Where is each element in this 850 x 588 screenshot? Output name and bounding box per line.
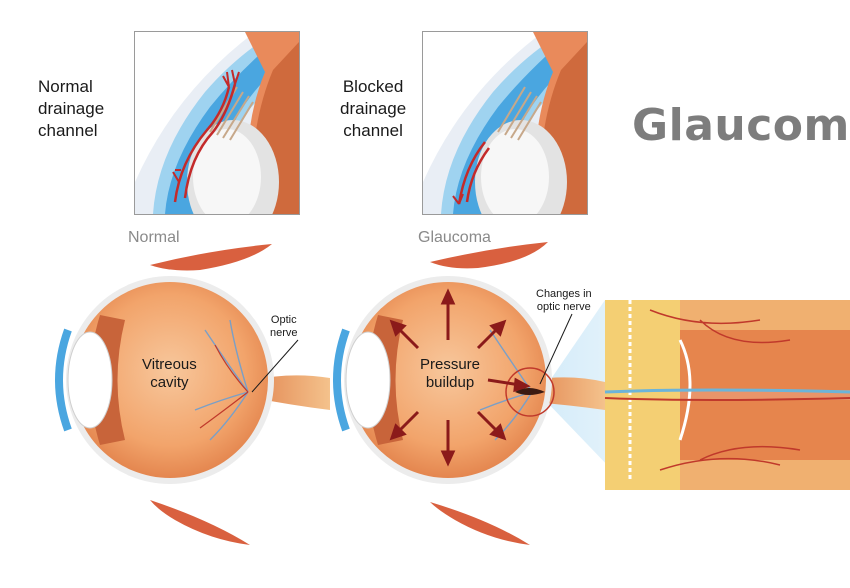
- normal-eye-upper-muscle: [150, 244, 272, 271]
- changes-leader-line: [539, 313, 573, 385]
- normal-drainage-illustration: [135, 32, 299, 214]
- nerve-core: [680, 330, 850, 460]
- cupped-optic-disc: [515, 388, 545, 395]
- optic-disc-highlight: [505, 367, 555, 417]
- normal-eye-lower-muscle: [150, 500, 250, 545]
- blocked-drainage-line-3: channel: [343, 121, 403, 140]
- normal-cornea: [55, 328, 72, 432]
- changes-optic-nerve-label: Changes in optic nerve: [536, 288, 592, 314]
- blocked-drainage-inset: [422, 31, 588, 215]
- blocked-drainage-label: Blocked drainage channel: [340, 76, 406, 142]
- optic-line-1: Optic: [270, 314, 297, 326]
- nerve-sheath: [605, 300, 680, 490]
- glaucoma-eye-lower-muscle: [430, 502, 530, 545]
- normal-drainage-line-2: drainage: [38, 99, 105, 118]
- pressure-line-2: buildup: [425, 374, 475, 391]
- page-title: Glaucoma: [632, 100, 850, 151]
- glaucoma-eye: [251, 242, 612, 545]
- pressure-buildup-label: Pressure buildup: [420, 356, 480, 392]
- blocked-drainage-illustration: [423, 32, 587, 214]
- optic-nerve-label: Optic nerve: [270, 314, 298, 340]
- blocked-drainage-line-2: drainage: [340, 99, 407, 118]
- vitreous-line-2: cavity: [150, 374, 189, 391]
- pressure-line-1: Pressure: [420, 356, 481, 373]
- glaucoma-eye-upper-muscle: [430, 242, 548, 269]
- optic-leader-line: [251, 339, 299, 393]
- normal-lens: [67, 331, 113, 429]
- normal-drainage-line-3: channel: [38, 121, 98, 140]
- changes-line-2: optic nerve: [536, 301, 591, 313]
- pressure-arrows: [389, 288, 531, 467]
- normal-drainage-label: Normal drainage channel: [38, 76, 104, 142]
- normal-drainage-line-1: Normal: [38, 77, 93, 96]
- zoomed-optic-nerve: [604, 300, 850, 490]
- normal-drainage-inset: [134, 31, 300, 215]
- glaucoma-lens: [345, 331, 391, 429]
- normal-eye: [55, 244, 330, 545]
- optic-line-2: nerve: [270, 327, 298, 339]
- blocked-drainage-line-1: Blocked: [342, 77, 404, 96]
- vitreous-cavity-label: Vitreous cavity: [142, 356, 197, 392]
- glaucoma-cornea: [333, 328, 350, 432]
- normal-caption: Normal: [128, 229, 180, 246]
- glaucoma-caption: Glaucoma: [418, 229, 491, 246]
- vitreous-line-1: Vitreous: [142, 356, 197, 373]
- changes-line-1: Changes in: [536, 288, 592, 300]
